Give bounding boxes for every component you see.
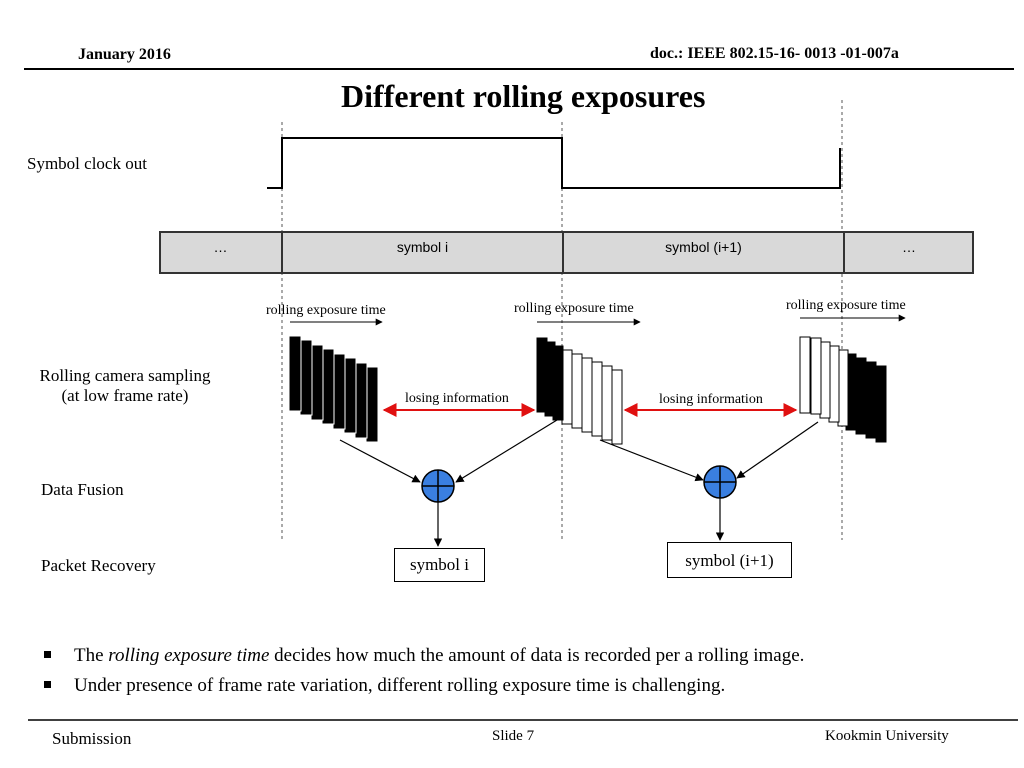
footer-submission: Submission: [52, 729, 132, 748]
frame-stack-3: [799, 336, 887, 443]
bullet-item-1: The rolling exposure time decides how mu…: [40, 642, 804, 672]
bullet-item-2: Under presence of frame rate variation, …: [40, 672, 804, 702]
label-rolling-sampling: Rolling camera sampling (at low frame ra…: [25, 366, 225, 406]
symbol-cell-next: …: [902, 239, 916, 255]
footer-slide-number: Slide 7: [492, 728, 535, 744]
recovered-symbol-i-plus-1: symbol (i+1): [667, 542, 792, 578]
header-rule: [24, 68, 1014, 70]
label-rolling-sampling-line1: Rolling camera sampling: [39, 366, 211, 385]
label-packet-recovery: Packet Recovery: [41, 556, 156, 575]
bullet-list: The rolling exposure time decides how mu…: [40, 642, 804, 702]
fusion-arrow-2b: [736, 421, 819, 479]
header-date: January 2016: [78, 46, 171, 63]
exposure-label-1: rolling exposure time: [266, 303, 386, 318]
label-symbol-clock: Symbol clock out: [27, 154, 147, 173]
exposure-label-3: rolling exposure time: [786, 298, 906, 313]
label-data-fusion: Data Fusion: [41, 480, 124, 499]
symbol-row-frame: [159, 231, 974, 274]
fusion-arrow-2a: [599, 439, 704, 482]
bullet-square-icon: [44, 681, 51, 688]
exposure-label-2: rolling exposure time: [514, 301, 634, 316]
symbol-cell-i: symbol i: [283, 232, 564, 273]
frame-stack-1: [288, 335, 379, 443]
fusion-node-1: [421, 469, 455, 503]
fusion-arrow-1b: [455, 419, 558, 483]
losing-label-2: losing information: [659, 392, 763, 407]
frame-stack-2: [536, 337, 623, 445]
header-doc-id: doc.: IEEE 802.15-16- 0013 -01-007a: [650, 45, 899, 62]
guide-lines: [281, 100, 843, 540]
fusion-node-2: [703, 465, 737, 499]
symbol-cell-i-plus-1: symbol (i+1): [564, 232, 845, 273]
bullet-square-icon: [44, 651, 51, 658]
recovered-symbol-i: symbol i: [394, 548, 485, 582]
symbol-cell-prev: …: [160, 232, 283, 273]
label-rolling-sampling-line2: (at low frame rate): [61, 386, 189, 405]
footer-organization: Kookmin University: [825, 728, 949, 744]
slide-title: Different rolling exposures: [341, 78, 706, 114]
bullet-emphasis: rolling exposure time: [108, 645, 270, 666]
fusion-arrow-1a: [339, 439, 421, 483]
losing-label-1: losing information: [405, 391, 509, 406]
clock-waveform: [267, 137, 841, 189]
